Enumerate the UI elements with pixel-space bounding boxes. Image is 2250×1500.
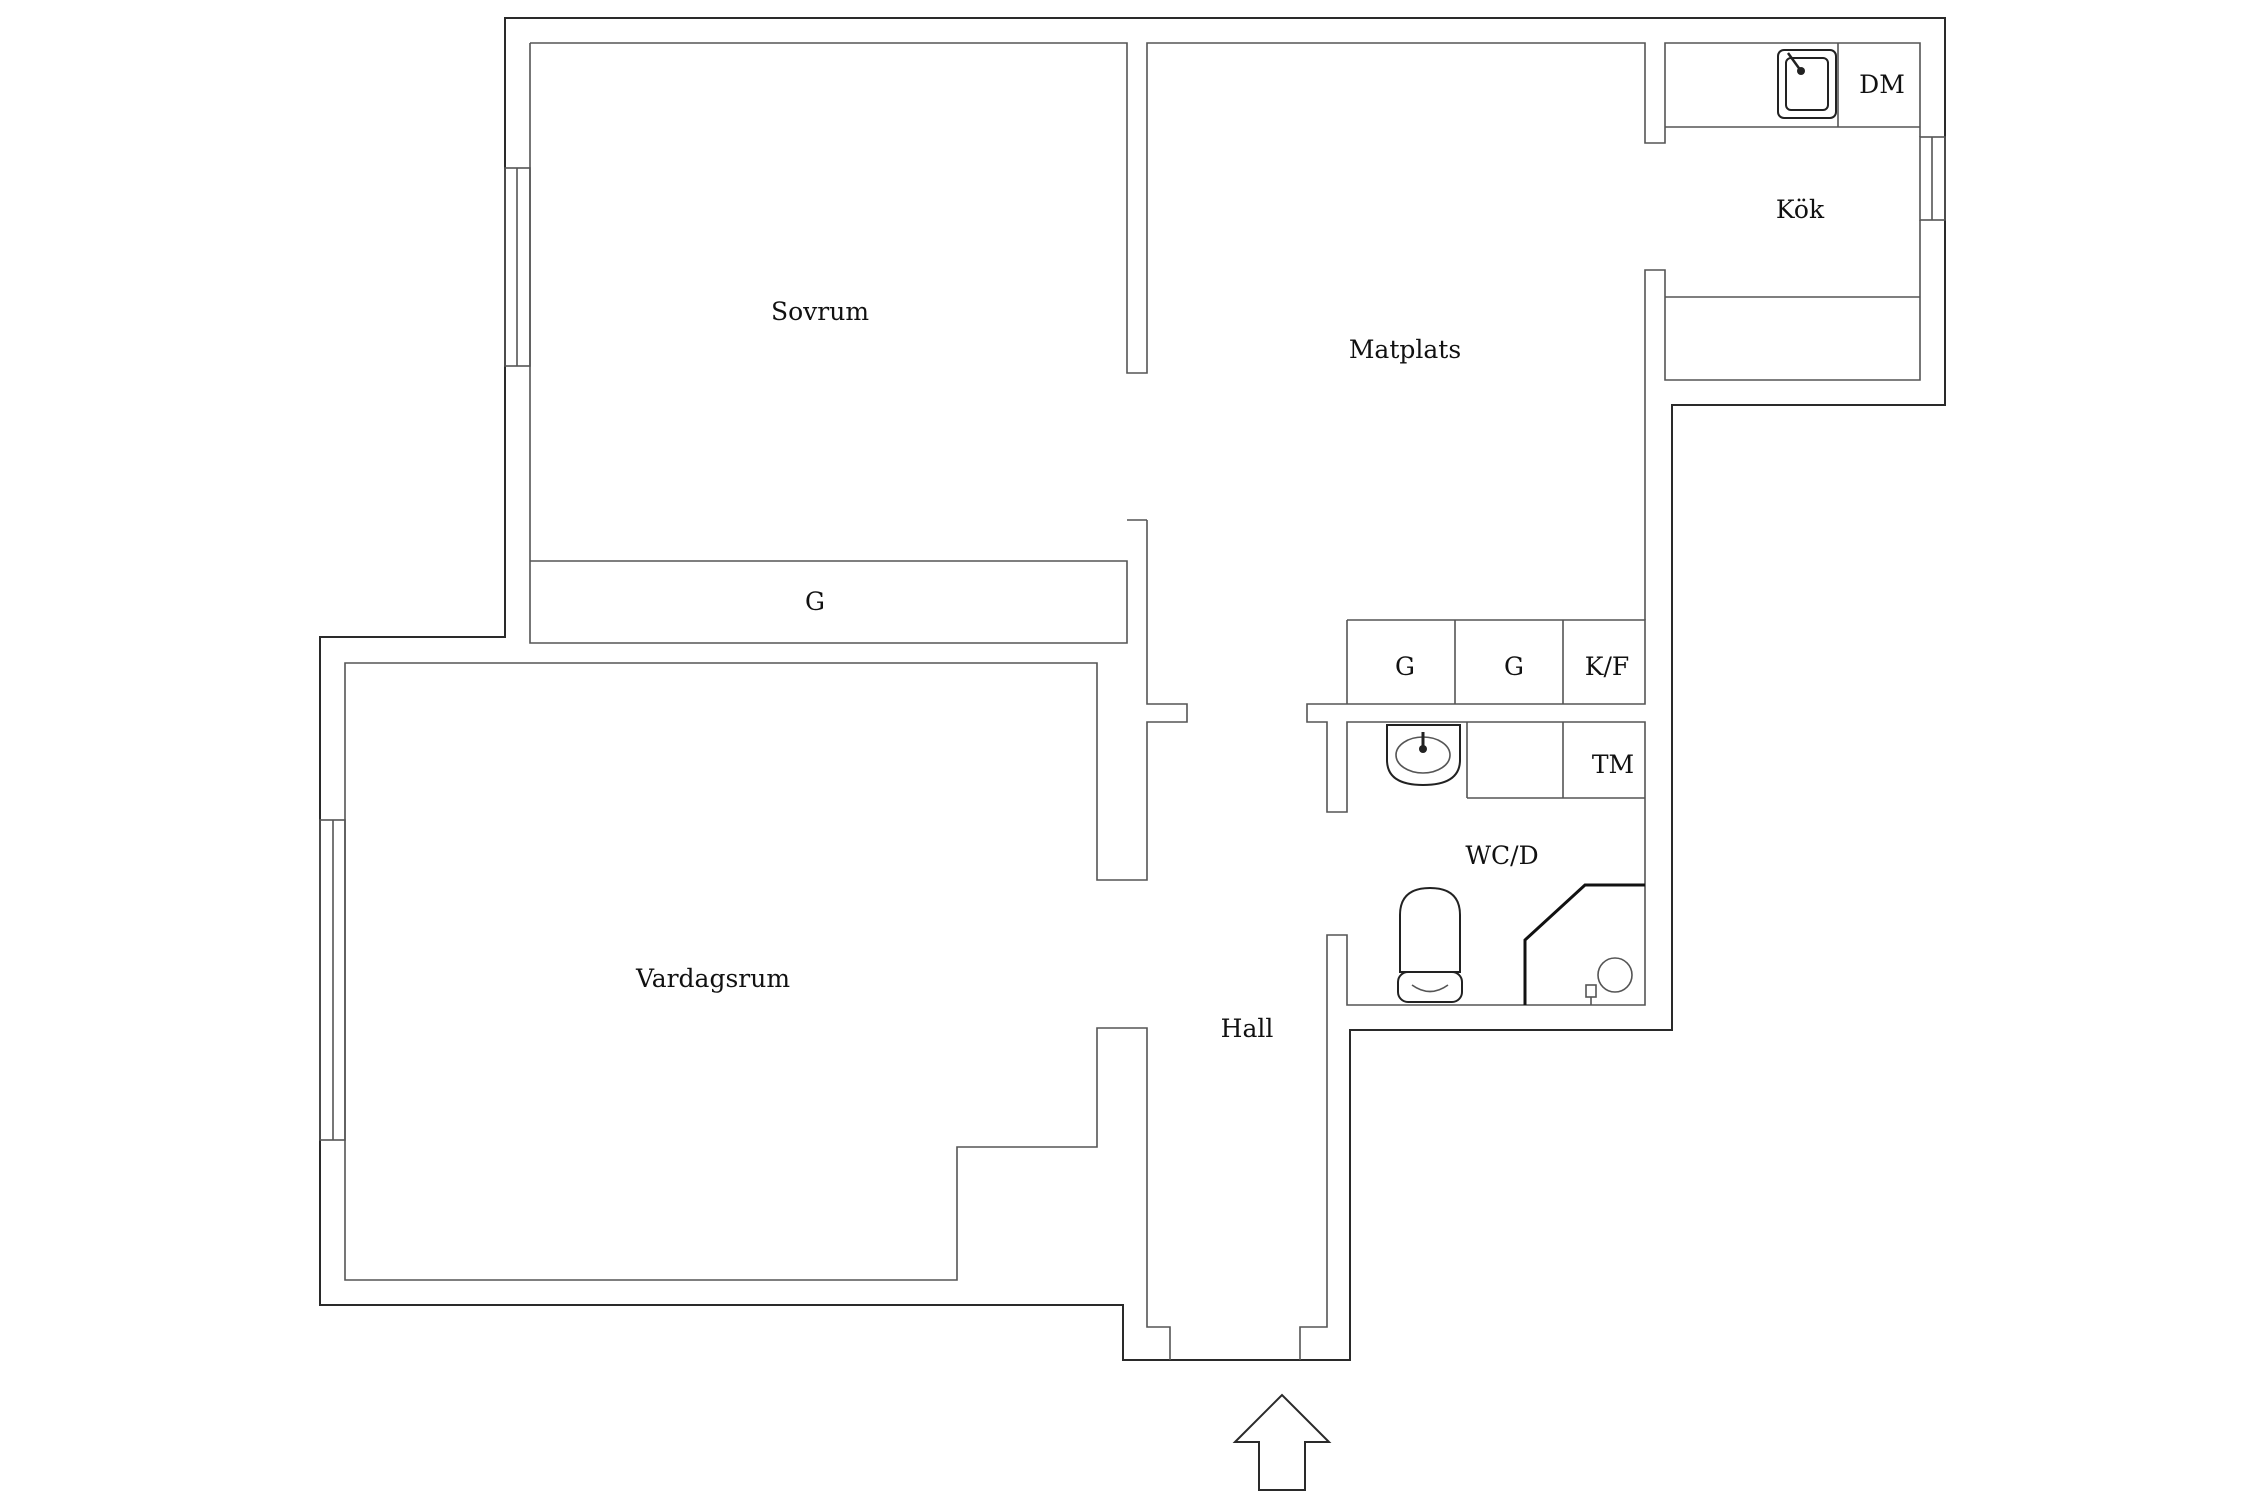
label-dm: DM bbox=[1859, 70, 1905, 99]
label-g-hall-1: G bbox=[1395, 652, 1415, 681]
shower-icon bbox=[1523, 883, 1645, 1005]
kitchen-sink-icon bbox=[1777, 49, 1837, 119]
label-vardagsrum: Vardagsrum bbox=[635, 964, 790, 993]
window-kok bbox=[1919, 136, 1946, 221]
entrance-arrow-icon bbox=[1232, 1393, 1332, 1491]
kitchen-counters bbox=[1665, 43, 1920, 298]
storage-block bbox=[1299, 619, 1646, 1360]
label-wcd: WC/D bbox=[1465, 841, 1538, 870]
label-tm: TM bbox=[1592, 750, 1634, 779]
toilet-icon bbox=[1397, 886, 1463, 1003]
label-sovrum: Sovrum bbox=[771, 297, 869, 326]
label-g-hall-2: G bbox=[1504, 652, 1524, 681]
label-g-sovrum: G bbox=[805, 587, 825, 616]
outer-wall bbox=[319, 17, 1946, 1361]
label-hall: Hall bbox=[1221, 1014, 1274, 1043]
label-kok: Kök bbox=[1776, 195, 1825, 224]
window-vardagsrum bbox=[319, 819, 346, 1141]
label-matplats: Matplats bbox=[1349, 335, 1461, 364]
washbasin-icon bbox=[1386, 724, 1461, 787]
window-sovrum bbox=[504, 167, 531, 367]
room-sovrum bbox=[344, 43, 1188, 1360]
label-kf: K/F bbox=[1585, 652, 1629, 681]
